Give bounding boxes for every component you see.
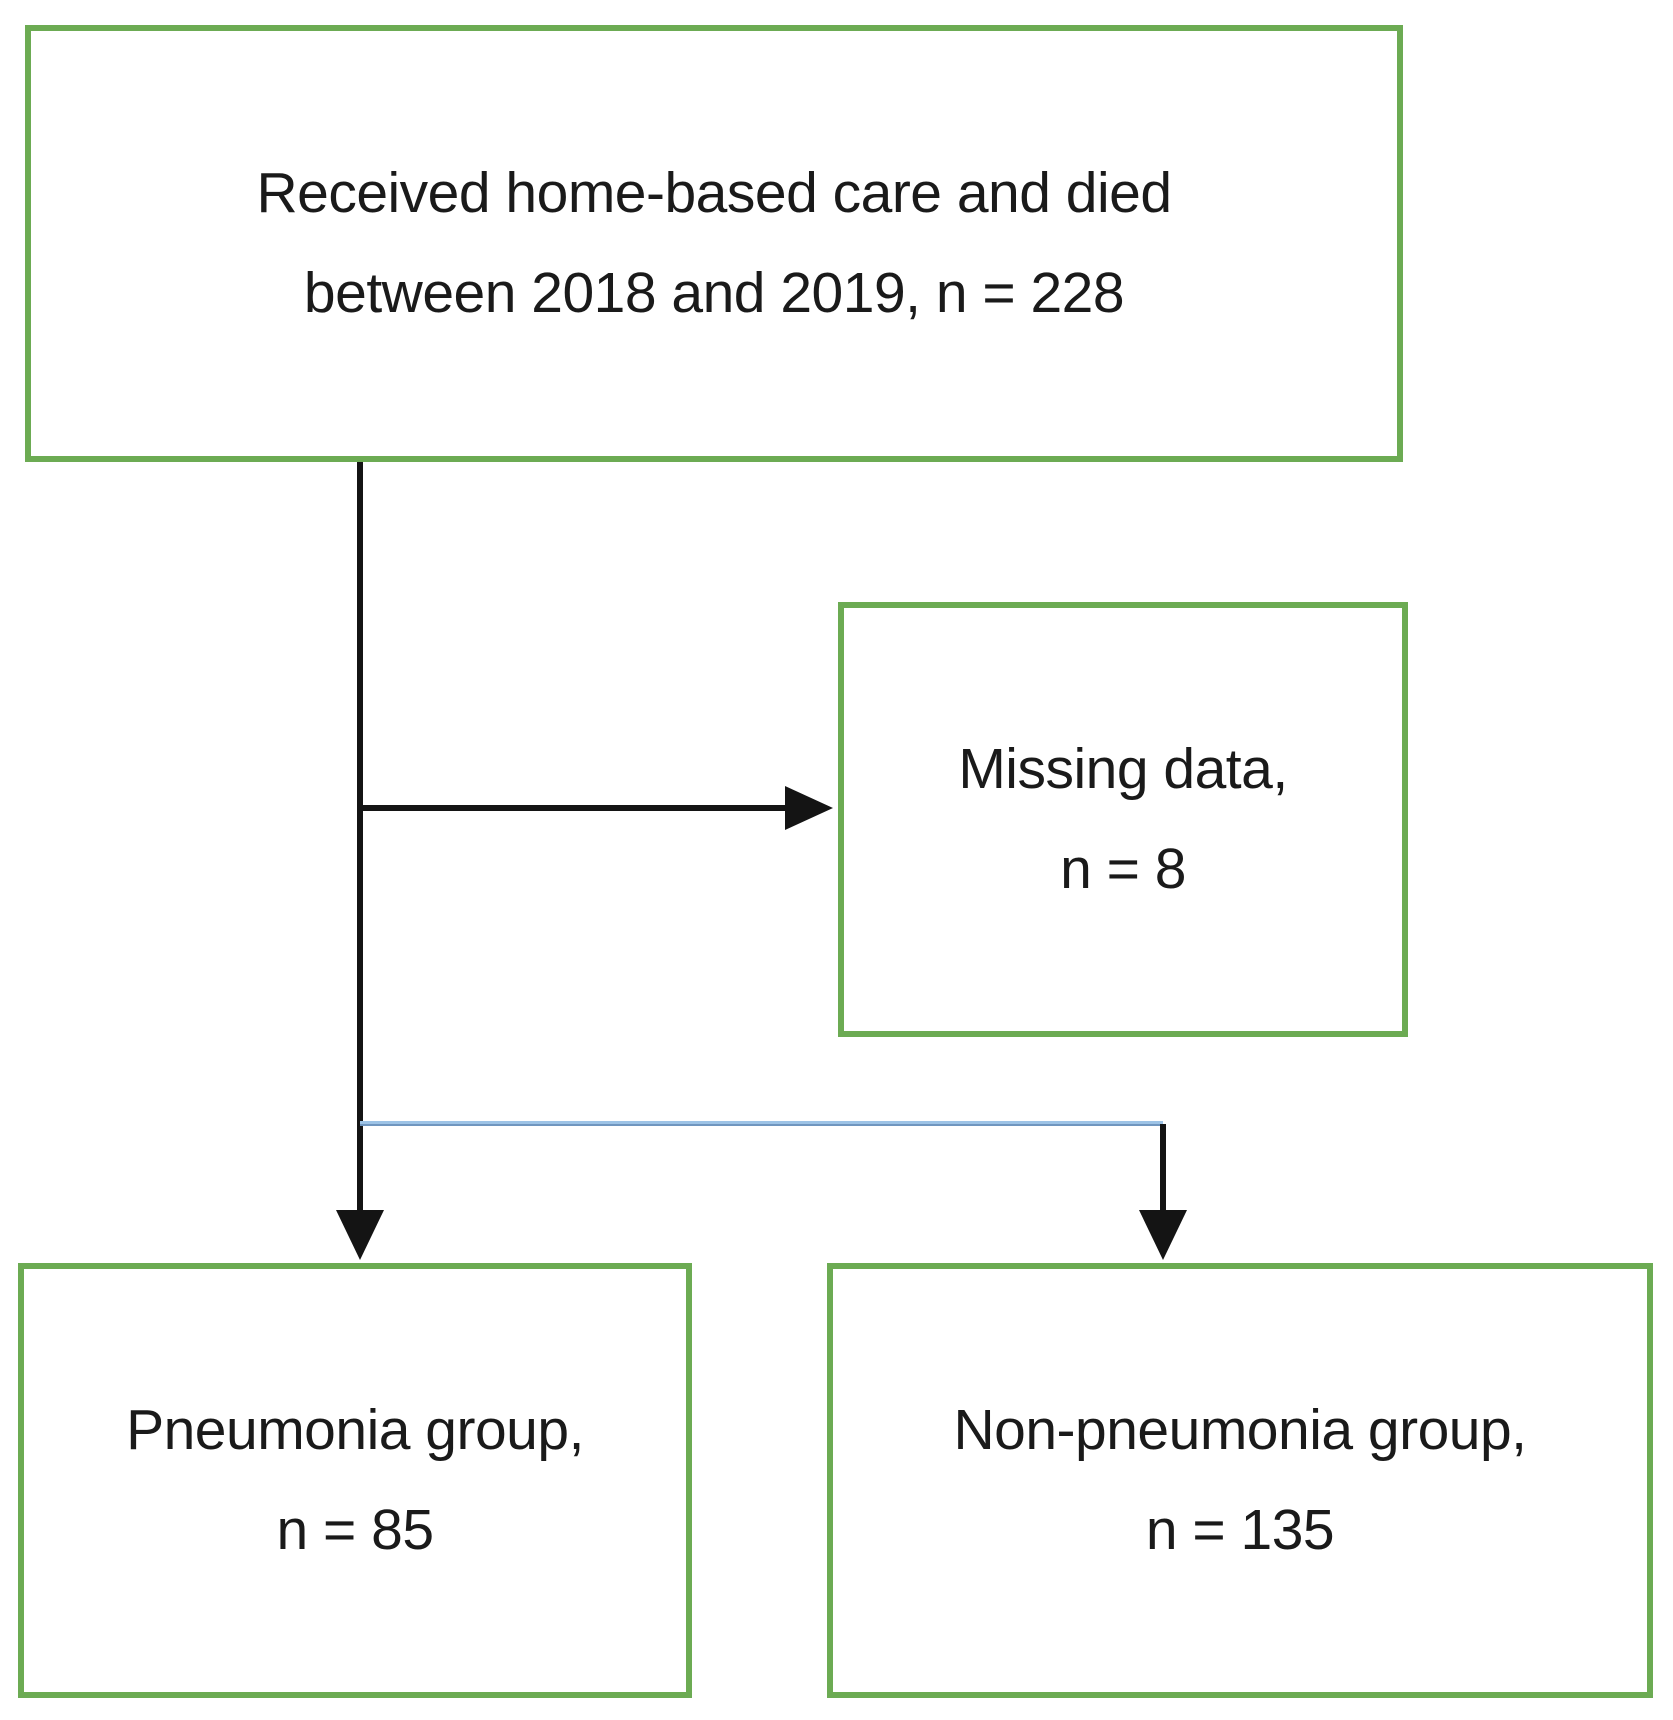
pneumonia-group-node: Pneumonia group, n = 85 <box>18 1263 692 1698</box>
non-pneumonia-group-node: Non-pneumonia group, n = 135 <box>827 1263 1653 1698</box>
pneumonia-group-text-line2: n = 85 <box>276 1497 434 1562</box>
pneumonia-group-text-line1: Pneumonia group, <box>126 1397 584 1462</box>
non-pneumonia-group-text-line1: Non-pneumonia group, <box>953 1397 1527 1462</box>
missing-data-node: Missing data, n = 8 <box>838 602 1408 1037</box>
source-node: Received home-based care and died betwee… <box>25 25 1403 462</box>
main-vertical-flow-line <box>357 462 363 1210</box>
source-node-text-line1: Received home-based care and died <box>256 160 1172 225</box>
source-node-text-line2: between 2018 and 2019, n = 228 <box>303 260 1125 325</box>
arrowhead-down-right-icon <box>1139 1210 1187 1260</box>
split-connector-line <box>360 1121 1163 1126</box>
exclusion-branch-line <box>360 805 785 811</box>
arrowhead-right-icon <box>785 786 833 830</box>
missing-data-text-line2: n = 8 <box>1060 836 1186 901</box>
missing-data-text-line1: Missing data, <box>958 736 1288 801</box>
arrowhead-down-left-icon <box>336 1210 384 1260</box>
right-branch-vertical-line <box>1160 1124 1166 1210</box>
non-pneumonia-group-text-line2: n = 135 <box>1145 1497 1335 1562</box>
